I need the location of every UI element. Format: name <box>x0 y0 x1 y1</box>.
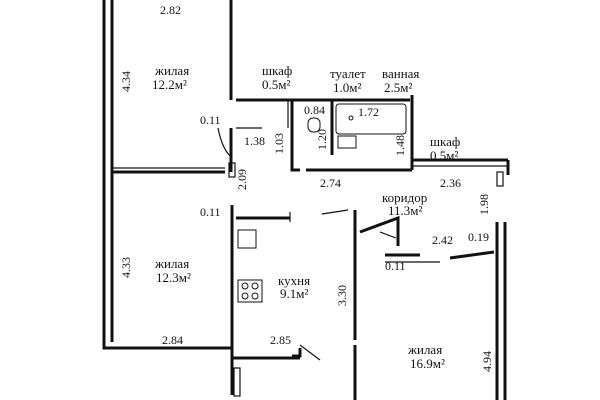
dim-1-38: 1.38 <box>244 134 265 148</box>
dim-1-72: 1.72 <box>358 105 379 119</box>
dim-1-98: 1.98 <box>477 194 491 215</box>
room-area-toilet: 1.0м² <box>333 80 361 95</box>
door-arc-bottom <box>299 344 321 361</box>
dimension-labels: 2.82 4.34 0.11 1.38 1.03 0.84 1.72 1.20 … <box>119 3 494 372</box>
dim-4-33: 4.33 <box>119 257 133 278</box>
dim-0-84: 0.84 <box>304 103 325 117</box>
dim-2-84: 2.84 <box>162 333 183 347</box>
window-right-top <box>496 171 504 187</box>
burner-1 <box>241 282 249 290</box>
dim-2-09: 2.09 <box>235 169 249 190</box>
dim-1-03: 1.03 <box>272 133 286 154</box>
kitchen-stove <box>237 279 263 303</box>
room-area-living-big: 16.9м² <box>410 356 445 371</box>
bath-sink <box>337 135 357 149</box>
big-room-top-wall <box>449 250 495 260</box>
dim-0-11-mid: 0.11 <box>200 205 221 219</box>
room-labels: жилая 12.2м² шкаф 0.5м² туалет 1.0м² ван… <box>152 63 460 371</box>
kitchen-top-right <box>321 209 349 215</box>
bathtub <box>335 103 407 135</box>
fixtures <box>217 103 407 303</box>
dim-2-85: 2.85 <box>270 333 291 347</box>
room-name-closet-1: шкаф <box>262 63 292 78</box>
room-area-living-top: 12.2м² <box>152 77 187 92</box>
room-name-living-mid: жилая <box>154 256 189 271</box>
room-area-closet-1: 0.5м² <box>262 77 290 92</box>
room-name-closet-2: шкаф <box>430 134 460 149</box>
window-bottom <box>233 367 241 397</box>
dim-4-34: 4.34 <box>119 71 133 92</box>
dim-1-48: 1.48 <box>393 135 407 156</box>
outer-wall-bottom-left <box>112 346 300 360</box>
room-name-toilet: туалет <box>330 66 366 81</box>
room-name-living-big: жилая <box>407 342 442 357</box>
room-area-kitchen: 9.1м² <box>280 286 308 301</box>
room-area-closet-2: 0.5м² <box>430 148 458 163</box>
corridor-wall-diag <box>359 215 400 246</box>
bath-drain <box>348 115 354 121</box>
dim-0-19: 0.19 <box>468 230 489 244</box>
burner-4 <box>251 292 259 300</box>
dim-2-36: 2.36 <box>440 176 461 190</box>
dim-2-74: 2.74 <box>320 176 341 190</box>
room-area-bathroom: 2.5м² <box>384 80 412 95</box>
dim-4-94: 4.94 <box>480 351 494 372</box>
room-name-corridor: коридор <box>382 190 427 205</box>
bath-block-left <box>290 100 300 172</box>
room-area-living-mid: 12.3м² <box>156 270 191 285</box>
walls <box>102 0 510 400</box>
dim-2-42: 2.42 <box>432 233 453 247</box>
bottom-wall-segment <box>292 348 302 358</box>
room-name-kitchen: кухня <box>278 273 310 288</box>
door-arc-corridor <box>379 231 397 239</box>
dim-2-82: 2.82 <box>160 3 181 17</box>
door-arc-living-top <box>217 127 231 157</box>
burner-2 <box>251 282 259 290</box>
dim-0-11-corridor: 0.11 <box>385 259 406 273</box>
dim-0-11-top: 0.11 <box>200 113 221 127</box>
room-name-living-top: жилая <box>154 63 189 78</box>
kitchen-sink <box>237 229 257 249</box>
dim-1-20: 1.20 <box>315 129 329 150</box>
window-left <box>228 162 236 178</box>
burner-3 <box>241 292 249 300</box>
dim-3-30: 3.30 <box>335 285 349 306</box>
room-name-bathroom: ванная <box>382 66 419 81</box>
room-area-corridor: 11.3м² <box>388 203 422 218</box>
toilet-bowl <box>307 117 321 133</box>
